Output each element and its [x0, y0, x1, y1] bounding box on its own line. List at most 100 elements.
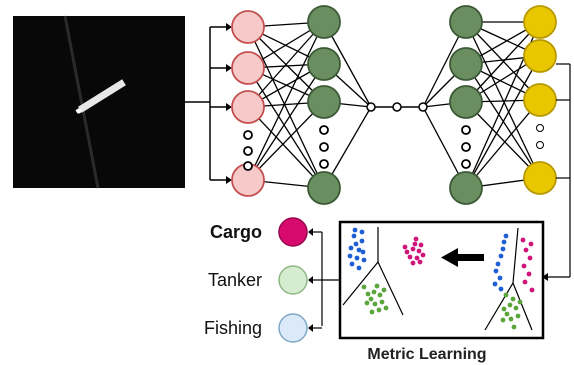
- input-branch: [185, 27, 211, 180]
- connection-line: [247, 106, 325, 189]
- connection-line: [465, 21, 541, 179]
- hidden-node: [449, 47, 483, 81]
- connection-line: [247, 63, 325, 181]
- cluster-point: [413, 236, 419, 242]
- ellipsis-dot: [461, 142, 471, 152]
- input-arrowhead: [226, 176, 232, 184]
- embedding-clusters: [347, 227, 535, 330]
- cluster-point: [492, 281, 498, 287]
- cluster-point: [374, 283, 380, 289]
- ellipsis-dot: [461, 159, 471, 169]
- cluster-point: [360, 249, 366, 255]
- cluster-point: [528, 241, 534, 247]
- cluster-point: [356, 247, 362, 253]
- cluster-point: [503, 292, 509, 298]
- cluster-point: [417, 259, 423, 265]
- class-circle-fishing: [278, 313, 308, 343]
- cluster-point: [364, 300, 370, 306]
- cluster-point: [369, 309, 375, 315]
- hidden-node: [449, 171, 483, 205]
- hidden-node: [307, 85, 341, 119]
- connection-line: [247, 21, 325, 181]
- output-node: [523, 39, 557, 73]
- cluster-point: [379, 299, 385, 305]
- ellipsis-dot: [536, 141, 544, 149]
- output-node: [523, 161, 557, 195]
- cluster-point: [361, 257, 367, 263]
- cluster-point: [529, 287, 535, 293]
- cluster-point: [412, 241, 418, 247]
- cluster-point: [353, 241, 359, 247]
- hidden-node: [307, 171, 341, 205]
- class-arrowhead: [308, 228, 313, 236]
- class-label-cargo: Cargo: [210, 222, 262, 242]
- left-arrow-icon: [441, 248, 484, 267]
- ellipsis-dot: [536, 124, 544, 132]
- cluster-point: [354, 255, 360, 261]
- sar-ship-image: [13, 15, 185, 189]
- network-nodes: [231, 5, 557, 205]
- cluster-point: [521, 263, 527, 269]
- cluster-point: [513, 305, 519, 311]
- cluster-point: [511, 324, 517, 330]
- connection-line: [247, 21, 325, 108]
- cluster-point: [416, 248, 422, 254]
- caption: Metric Learning: [367, 346, 486, 363]
- input-arrows: [210, 23, 232, 184]
- input-arrowhead: [226, 103, 232, 111]
- ellipsis-dot: [319, 142, 329, 152]
- cluster-point: [371, 289, 377, 295]
- ellipsis-dot: [243, 161, 253, 171]
- input-node: [231, 10, 265, 44]
- cluster-point: [420, 252, 426, 258]
- output-node: [523, 83, 557, 117]
- hidden-node: [449, 85, 483, 119]
- connection-line: [465, 99, 541, 189]
- ellipsis-dot: [243, 146, 253, 156]
- hidden-node: [449, 5, 483, 39]
- ellipsis-dot: [319, 159, 329, 169]
- cluster-point: [414, 255, 420, 261]
- connection-line: [465, 21, 541, 101]
- input-node: [231, 90, 265, 124]
- cluster-point: [368, 296, 374, 302]
- cluster-point: [372, 301, 378, 307]
- class-circle-cargo: [278, 217, 308, 247]
- cluster-point: [404, 249, 410, 255]
- cluster-point: [418, 242, 424, 248]
- hidden-node: [307, 5, 341, 39]
- class-circle-tanker: [278, 265, 308, 295]
- bottleneck-chain: [366, 102, 428, 112]
- class-arrowhead: [308, 276, 313, 284]
- connection-line: [465, 55, 541, 189]
- cluster-point: [500, 246, 506, 252]
- cluster-point: [495, 261, 501, 267]
- ellipsis-dot: [461, 125, 471, 135]
- cluster-point: [498, 286, 504, 292]
- input-node: [231, 51, 265, 85]
- cluster-point: [359, 229, 365, 235]
- cluster-point: [501, 306, 507, 312]
- cluster-point: [508, 316, 514, 322]
- hidden-node: [307, 47, 341, 81]
- cluster-point: [520, 237, 526, 243]
- ellipsis-dot: [243, 130, 253, 140]
- cluster-point: [377, 292, 383, 298]
- cluster-point: [523, 247, 529, 253]
- class-arrowheads: [308, 228, 322, 332]
- connection-line: [247, 26, 325, 189]
- cluster-point: [383, 305, 389, 311]
- cluster-point: [348, 245, 354, 251]
- cluster-point: [526, 271, 532, 277]
- cluster-point: [352, 227, 358, 233]
- connection-line: [465, 21, 541, 103]
- cluster-point: [361, 284, 367, 290]
- cluster-point: [501, 239, 507, 245]
- cluster-point: [349, 261, 355, 267]
- cluster-point: [527, 255, 533, 261]
- cluster-point: [497, 275, 503, 281]
- cluster-point: [498, 253, 504, 259]
- cluster-point: [515, 313, 521, 319]
- cluster-point: [402, 244, 408, 250]
- connection-line: [247, 67, 325, 189]
